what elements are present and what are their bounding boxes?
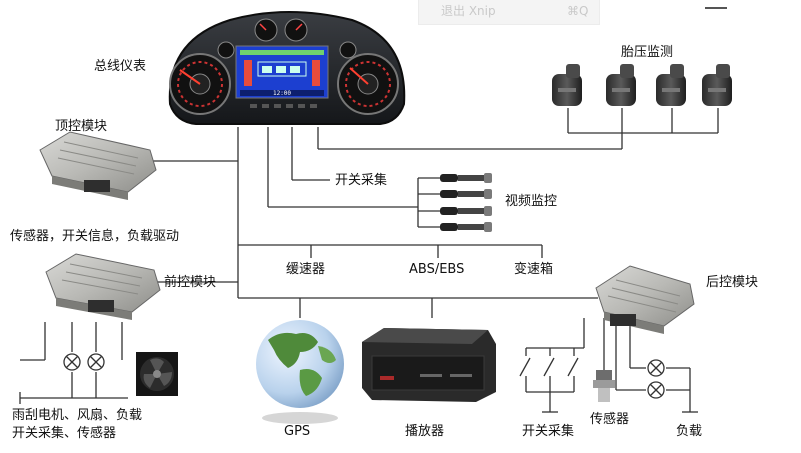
camera-connector-icon xyxy=(440,206,492,216)
label-switch-collect-rear: 开关采集 xyxy=(522,424,575,439)
label-sensor-rear: 传感器 xyxy=(590,412,630,427)
watermark-right-text: ⌘Q xyxy=(567,4,589,18)
label-switch-collect-top: 开关采集 xyxy=(335,173,388,188)
label-sensor-info: 传感器，开关信息，负载驱动 xyxy=(10,229,180,244)
wiring xyxy=(19,108,719,413)
watermark-banner: 退出 Xnip ⌘Q xyxy=(418,0,600,25)
media-player xyxy=(362,328,496,402)
label-tire: 胎压监测 xyxy=(621,45,674,60)
tire-sensor-icon xyxy=(656,64,686,106)
camera-connector-icon xyxy=(440,222,492,232)
label-gearbox: 变速箱 xyxy=(514,262,554,277)
label-front-loads-2: 开关采集、传感器 xyxy=(12,426,117,441)
pressure-sensor-icon xyxy=(593,370,615,402)
label-gps: GPS xyxy=(284,424,311,439)
cluster-time: 12:00 xyxy=(273,90,291,97)
label-front-loads-1: 雨刮电机、风扇、负载 xyxy=(12,408,143,423)
rear-control-module xyxy=(595,265,695,334)
front-control-module xyxy=(45,253,161,320)
label-player: 播放器 xyxy=(405,424,445,439)
lamp-icon xyxy=(63,353,81,371)
lamp-icon xyxy=(87,353,105,371)
corner-mark xyxy=(705,7,727,9)
tire-sensor-icon xyxy=(702,64,732,106)
camera-connector-icon xyxy=(440,173,492,183)
label-cluster: 总线仪表 xyxy=(94,59,147,74)
tire-sensor-icon xyxy=(606,64,636,106)
top-control-module xyxy=(39,131,157,200)
label-load-rear: 负载 xyxy=(676,424,703,439)
fan-icon xyxy=(136,352,178,396)
watermark-left-text: 退出 Xnip xyxy=(441,4,496,18)
lamp-icon xyxy=(647,381,665,399)
video-camera-connectors xyxy=(440,173,492,232)
tire-sensors xyxy=(552,64,732,106)
label-rear-module: 后控模块 xyxy=(706,275,759,290)
label-front-module: 前控模块 xyxy=(164,275,217,290)
lamp-icon xyxy=(647,359,665,377)
gps-globe xyxy=(256,320,344,424)
lamp-symbols xyxy=(63,353,665,399)
label-abs: ABS/EBS xyxy=(409,262,465,277)
instrument-cluster: 12:00 xyxy=(168,11,406,125)
label-video: 视频监控 xyxy=(505,194,558,209)
camera-connector-icon xyxy=(440,189,492,199)
tire-sensor-icon xyxy=(552,64,582,106)
label-retarder: 缓速器 xyxy=(286,262,326,277)
label-top-module: 顶控模块 xyxy=(55,119,108,134)
